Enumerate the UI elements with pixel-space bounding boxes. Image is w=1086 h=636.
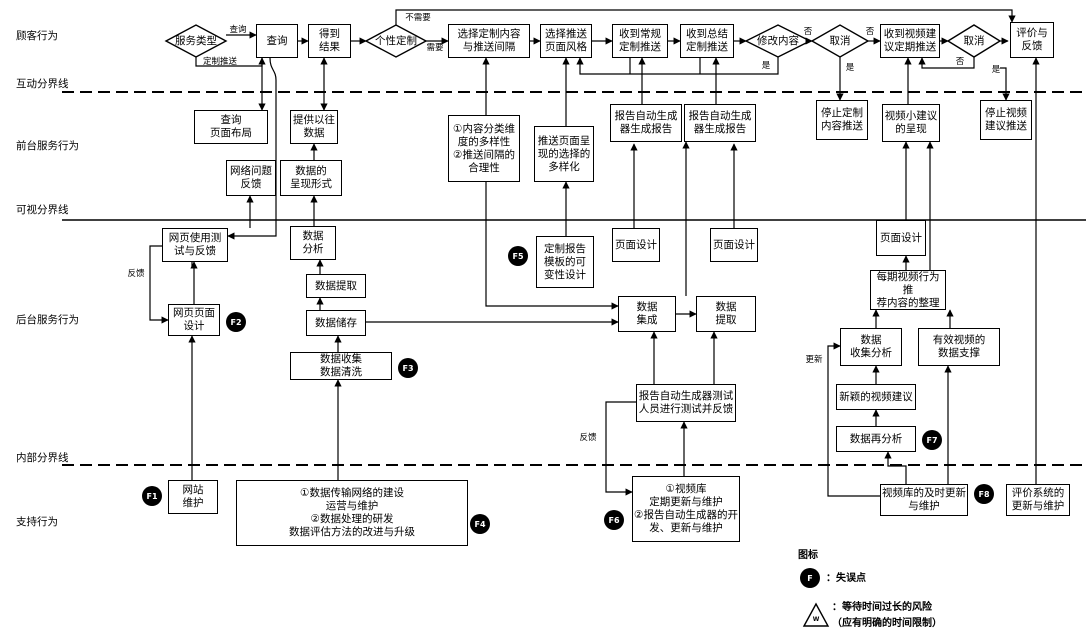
fail-point-f3: F3	[398, 358, 418, 378]
legend-wait-label: ：等待时间过长的风险	[832, 601, 932, 613]
choose-content-box: 选择定制内容 与推送间隔	[448, 24, 530, 58]
eval-system-box: 评价系统的 更新与维护	[1006, 484, 1070, 516]
data-extract2-box: 数据 提取	[696, 296, 756, 332]
web-design-box: 网页页面 设计	[168, 304, 220, 336]
data-integrate-box: 数据 集成	[618, 296, 676, 332]
fail-point-f7: F7	[922, 430, 942, 450]
receive-video-box: 收到视频建 议定期推送	[880, 24, 940, 58]
no2-label: 否	[865, 27, 875, 37]
lane-support: 支持行为	[16, 516, 58, 528]
network-box: ①数据传输网络的建设 运营与维护 ②数据处理的研发 数据评估方法的改进与升级	[236, 480, 468, 546]
query-box: 查询	[256, 24, 298, 58]
lane-visibility: 可视分界线	[16, 204, 69, 216]
legend-title: 图标	[798, 550, 818, 561]
page-variety-box: 推送页面呈 现的选择的 多样化	[534, 126, 594, 182]
page-design3-box: 页面设计	[876, 220, 926, 256]
evaluate-box: 评价与 反馈	[1010, 22, 1054, 58]
video-lib2-box: 视频库的及时更新 与维护	[880, 484, 968, 516]
website-box: 网站 维护	[168, 480, 218, 514]
cancel1-label: 取消	[829, 34, 851, 47]
stop-video-box: 停止视频 建议推送	[980, 100, 1032, 140]
lane-customer: 顾客行为	[16, 30, 58, 42]
cancel2-label: 取消	[963, 34, 985, 47]
update-label: 更新	[805, 355, 823, 365]
legend-wait-symbol: W	[812, 615, 820, 623]
receive-regular-box: 收到常规 定制推送	[612, 24, 668, 58]
data-presentation-box: 数据的 呈现形式	[280, 160, 342, 196]
lane-internal: 内部分界线	[16, 452, 69, 464]
video-lib-box: ①视频库 定期更新与维护 ②报告自动生成器的开 发、更新与维护	[632, 476, 740, 542]
query-edge-label: 查询	[229, 25, 247, 35]
web-test-box: 网页使用测 试与反馈	[162, 228, 228, 262]
video-org-box: 每期视频行为推 荐内容的整理	[870, 270, 946, 310]
fail-point-f2: F2	[226, 312, 246, 332]
receive-summary-box: 收到总结 定制推送	[680, 24, 734, 58]
data-extract-box: 数据提取	[306, 274, 366, 298]
provide-history-box: 提供以往 数据	[290, 110, 338, 144]
network-issue-box: 网络问题 反馈	[226, 160, 276, 196]
get-result-box: 得到 结果	[308, 24, 351, 58]
lane-front: 前台服务行为	[16, 140, 79, 152]
service-type-label: 服务类型	[175, 34, 217, 47]
reanalysis-box: 数据再分析	[836, 426, 916, 452]
query-layout-box: 查询 页面布局	[194, 110, 268, 144]
lane-back: 后台服务行为	[16, 314, 79, 326]
yes3-label: 是	[991, 65, 1001, 75]
yes2-label: 是	[845, 63, 855, 73]
not-needed-label: 不需要	[405, 13, 431, 23]
auto-report2-box: 报告自动生成 器生成报告	[684, 104, 756, 142]
page-design2-box: 页面设计	[710, 228, 758, 262]
content-variety-box: ①内容分类维 度的多样性 ②推送间隔的 合理性	[448, 115, 520, 182]
fail-point-f6: F6	[604, 510, 624, 530]
data-collect-box: 数据收集 数据清洗	[290, 352, 392, 380]
lane-interaction: 互动分界线	[16, 78, 69, 90]
modify-label: 修改内容	[757, 34, 799, 47]
tester-box: 报告自动生成器测试 人员进行测试并反馈	[636, 384, 736, 422]
data-store-box: 数据储存	[306, 310, 366, 336]
effective-support-box: 有效视频的 数据支撑	[918, 328, 1000, 366]
report-template-box: 定制报告 模板的可 变性设计	[536, 236, 594, 288]
legend-wait-note: （应有明确的时间限制）	[832, 617, 942, 629]
stop-custom-box: 停止定制 内容推送	[816, 100, 868, 140]
custom-push-edge-label: 定制推送	[202, 57, 237, 67]
collect-analysis-box: 数据 收集分析	[840, 328, 902, 366]
legend-fail-icon: F	[800, 568, 820, 588]
fail-point-f8: F8	[974, 484, 994, 504]
needed-label: 需要	[426, 43, 444, 53]
feedback2-label: 反馈	[579, 433, 597, 443]
feedback-label: 反馈	[127, 269, 145, 279]
auto-report1-box: 报告自动生成 器生成报告	[610, 104, 682, 142]
data-analysis-box: 数据 分析	[290, 226, 336, 260]
new-video-box: 新颖的视频建议	[836, 384, 916, 410]
page-design1-box: 页面设计	[612, 228, 660, 262]
yes1-label: 是	[761, 61, 771, 71]
fail-point-f5: F5	[508, 246, 528, 266]
fail-point-f1: F1	[142, 486, 162, 506]
service-type-diamond	[164, 24, 228, 58]
fail-point-f4: F4	[470, 514, 490, 534]
legend-fail-label: ：失误点	[826, 572, 866, 584]
personal-custom-label: 个性定制	[375, 34, 417, 47]
video-suggest-box: 视频小建议 的呈现	[882, 104, 940, 142]
no1-label: 否	[803, 27, 813, 37]
wait-risk-triangle	[802, 602, 830, 627]
choose-style-box: 选择推送 页面风格	[540, 24, 592, 58]
no3-label: 否	[955, 57, 965, 67]
